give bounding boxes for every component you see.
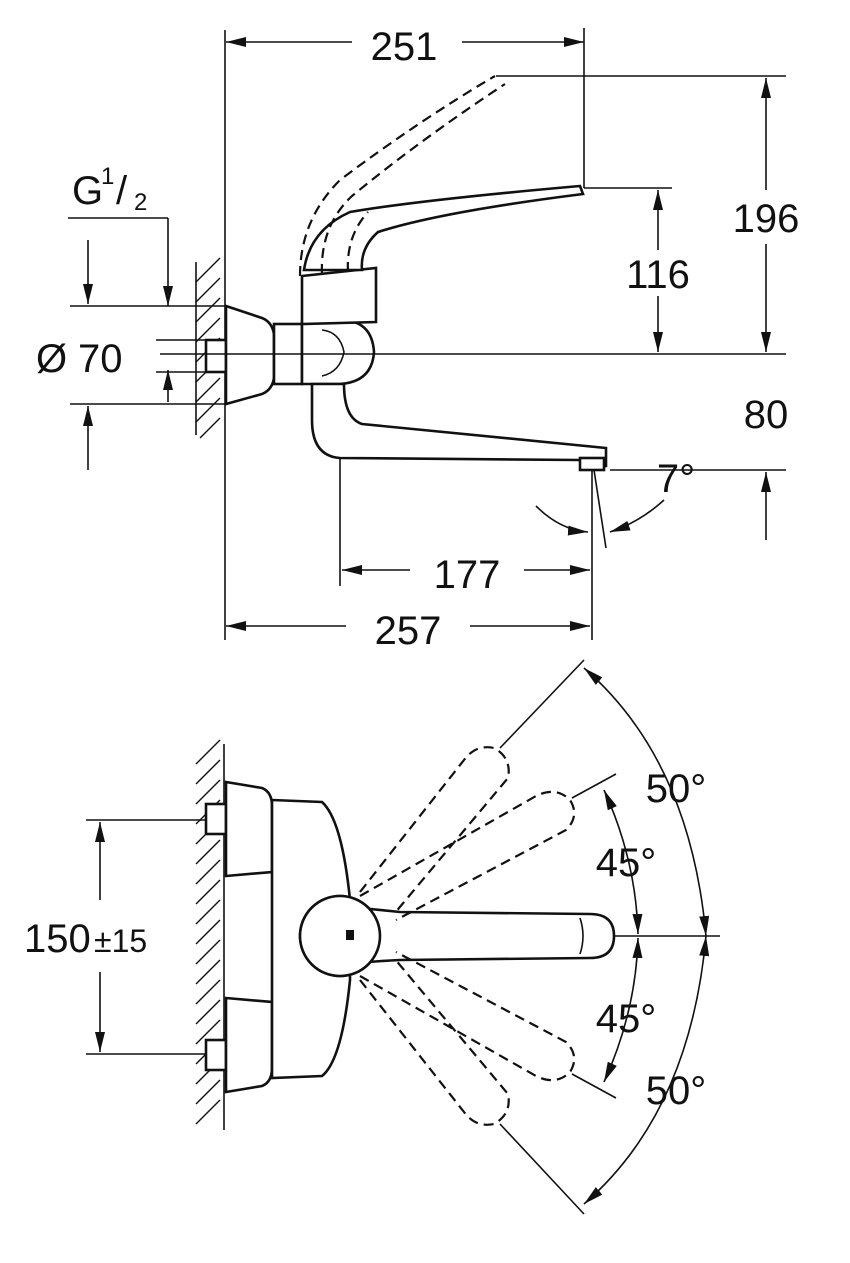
dim-257-label: 257 [375,609,442,653]
handle-cap [298,894,382,978]
dim-80-label: 80 [744,393,789,437]
dim-7deg-label: 7° [657,457,695,501]
dimension-196: 196 [496,75,800,352]
inlet-nut [204,338,228,374]
lever-position-up-50 [359,746,510,915]
indicator-dot [346,930,354,940]
wall-hatch [195,30,226,640]
mixer-body [300,318,376,386]
arc-45-bottom [603,937,643,1083]
dimension-150: 150 ±15 [24,819,206,1055]
dim-116-label: 116 [626,253,690,297]
aerator [578,456,606,472]
angle-line-top-50 [499,659,585,749]
dimension-177: 177 [339,458,590,597]
lever-lifted-outline-3 [346,211,369,273]
thread-dimension: G 1 / 2 [68,163,173,402]
angle-45-bottom-label: 45° [596,997,657,1041]
angle-line-bottom-45 [571,1073,617,1099]
inlet-top-lower [204,1038,228,1072]
dim-251-label: 251 [371,25,438,69]
arc-50-top [583,667,710,937]
lever-tip-detail [579,917,584,955]
diameter-value: 70 [78,337,123,381]
inlet-top-upper [204,802,228,836]
dimension-80: 80 [610,393,788,540]
angle-50-bottom-label: 50° [646,1069,707,1113]
lever-lifted-outline-2 [320,83,506,275]
lever-lifted-outline-1 [298,75,496,277]
wall-flange [224,304,276,406]
wall-hatch-top [195,739,225,1130]
thread-denominator: 2 [134,189,147,216]
body-contour [321,329,345,377]
angle-line-top-45 [571,773,617,799]
arc-45-top [603,789,643,935]
lever-position-down-50 [359,957,510,1126]
dim-177-label: 177 [434,553,501,597]
angle-50-top-label: 50° [646,767,707,811]
top-view: 50° 45° 45° 50° 150 ±15 [24,659,720,1215]
dimension-251: 251 [226,25,585,188]
dimension-257: 257 [226,546,593,653]
angle-45-top-label: 45° [596,841,657,885]
dimension-116: 116 [584,187,690,352]
angle-line-bottom-50 [499,1123,585,1215]
thread-numerator: 1 [101,163,114,190]
spacing-tolerance: ±15 [94,923,147,959]
thread-slash: / [116,169,128,213]
diameter-symbol: Ø [36,337,67,381]
lever-position-down-45 [359,951,576,1082]
thread-g: G [72,169,103,213]
spout [310,382,608,470]
spacing-value: 150 [24,917,91,961]
cartridge [300,266,378,326]
arc-50-bottom [583,935,710,1205]
dim-196-label: 196 [733,197,800,241]
dimension-7deg: 7° [535,457,695,549]
flange-top-upper [224,780,274,878]
lever-handle [302,184,585,272]
lever-position-up-45 [359,790,576,921]
diameter-dimension: Ø 70 [36,240,226,470]
flange-top-lower [224,996,274,1094]
side-view: 251 196 116 80 7° [36,25,799,653]
